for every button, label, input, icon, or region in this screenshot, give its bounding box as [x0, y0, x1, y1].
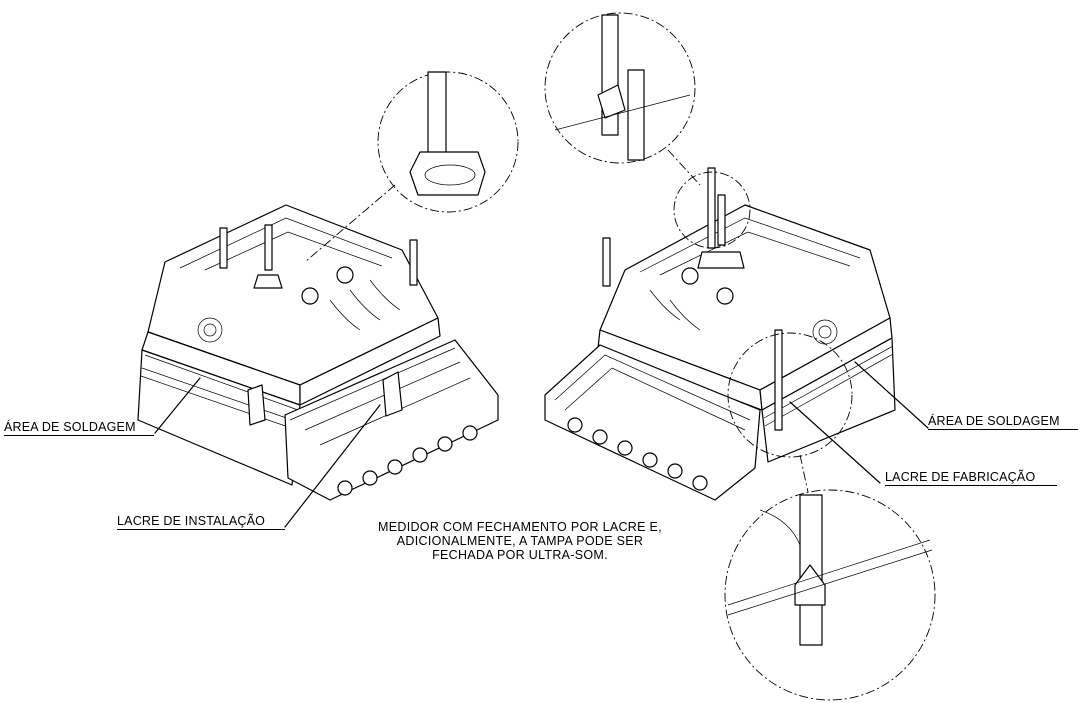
left-meter [137, 204, 499, 501]
note-line-1: MEDIDOR COM FECHAMENTO POR LACRE E, [378, 520, 662, 534]
label-installation-seal: LACRE DE INSTALAÇÃO [117, 514, 285, 530]
detail-top-left [304, 71, 519, 263]
note-line-3: FECHADA POR ULTRA-SOM. [432, 548, 608, 562]
label-weld-area-right: ÁREA DE SOLDAGEM [928, 414, 1078, 430]
label-weld-area-left: ÁREA DE SOLDAGEM [4, 420, 154, 436]
label-factory-seal: LACRE DE FABRICAÇÃO [885, 470, 1057, 486]
detail-bottom-right [724, 332, 936, 701]
note-line-2: ADICIONALMENTE, A TAMPA PODE SER [396, 534, 644, 548]
detail-top-right [544, 12, 751, 249]
leader-lines [154, 361, 929, 528]
note-text: MEDIDOR COM FECHAMENTO POR LACRE E, ADIC… [355, 520, 685, 562]
right-meter [544, 167, 896, 501]
